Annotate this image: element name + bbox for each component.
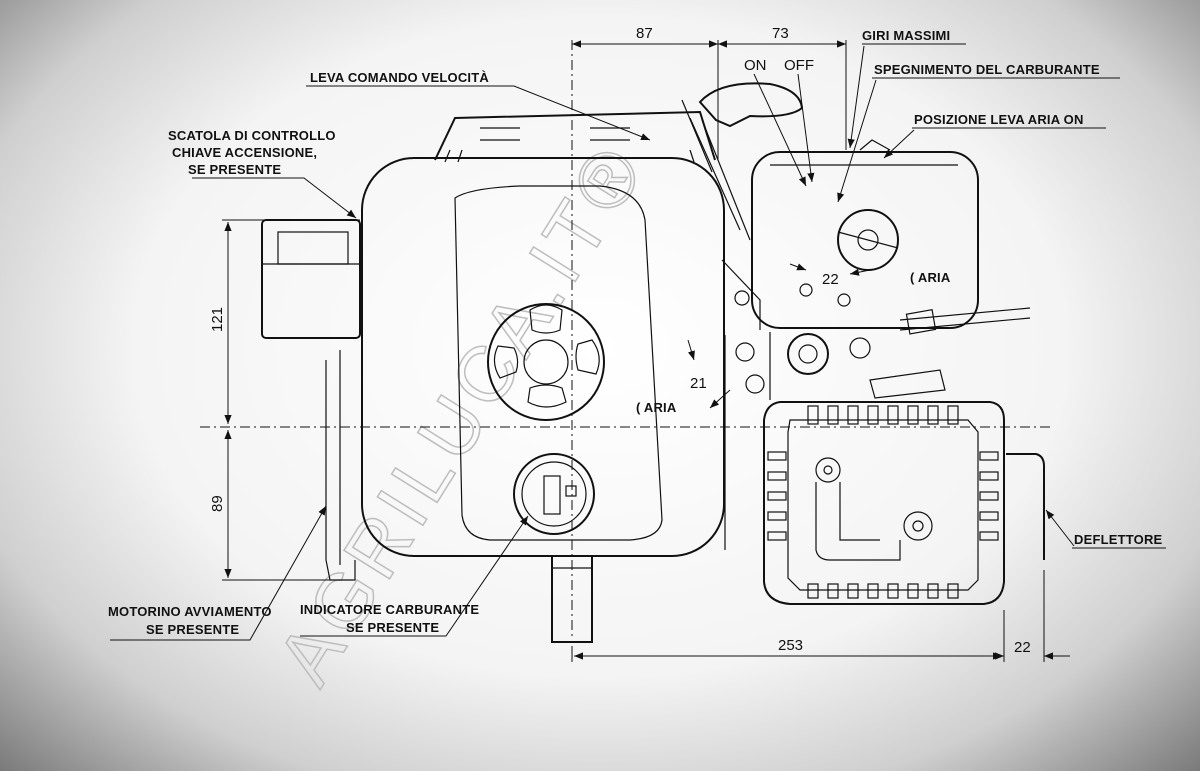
- output-shaft: [551, 555, 593, 643]
- control-box: [261, 219, 361, 339]
- fuel-tank: [361, 157, 725, 557]
- dim-89: 89: [209, 495, 226, 512]
- label-giri-massimi: GIRI MASSIMI: [862, 28, 950, 43]
- fuel-gauge: [513, 453, 595, 535]
- cooling-shroud: [434, 110, 716, 163]
- dim-22-lever: 22: [822, 271, 839, 288]
- fuel-cap: [487, 303, 605, 421]
- speed-lever: [681, 82, 804, 241]
- label-aria-left: ( ARIA: [636, 400, 677, 415]
- dim-87: 87: [636, 25, 653, 42]
- air-filter: [751, 139, 979, 329]
- label-spegnimento: SPEGNIMENTO DEL CARBURANTE: [874, 62, 1100, 77]
- dim-121: 121: [209, 307, 226, 332]
- label-off: OFF: [784, 57, 814, 74]
- label-indicatore-2: SE PRESENTE: [346, 620, 439, 635]
- carburetor: [721, 259, 1031, 550]
- dim-253: 253: [778, 637, 803, 654]
- dim-21: 21: [690, 375, 707, 392]
- label-on: ON: [744, 57, 767, 74]
- deflector: [1006, 453, 1045, 560]
- label-posizione-aria: POSIZIONE LEVA ARIA ON: [914, 112, 1084, 127]
- label-deflettore: DEFLETTORE: [1074, 532, 1163, 547]
- label-motorino-2: SE PRESENTE: [146, 622, 239, 637]
- label-leva-comando: LEVA COMANDO VELOCITÀ: [310, 70, 489, 85]
- label-scatola-3: SE PRESENTE: [188, 162, 281, 177]
- dim-22-bottom: 22: [1014, 639, 1031, 656]
- label-indicatore-1: INDICATORE CARBURANTE: [300, 602, 479, 617]
- label-scatola-2: CHIAVE ACCENSIONE,: [172, 145, 317, 160]
- recoil-starter: [763, 401, 1005, 605]
- dim-73: 73: [772, 25, 789, 42]
- label-scatola-1: SCATOLA DI CONTROLLO: [168, 128, 336, 143]
- label-aria-right: ( ARIA: [910, 270, 951, 285]
- label-motorino-1: MOTORINO AVVIAMENTO: [108, 604, 272, 619]
